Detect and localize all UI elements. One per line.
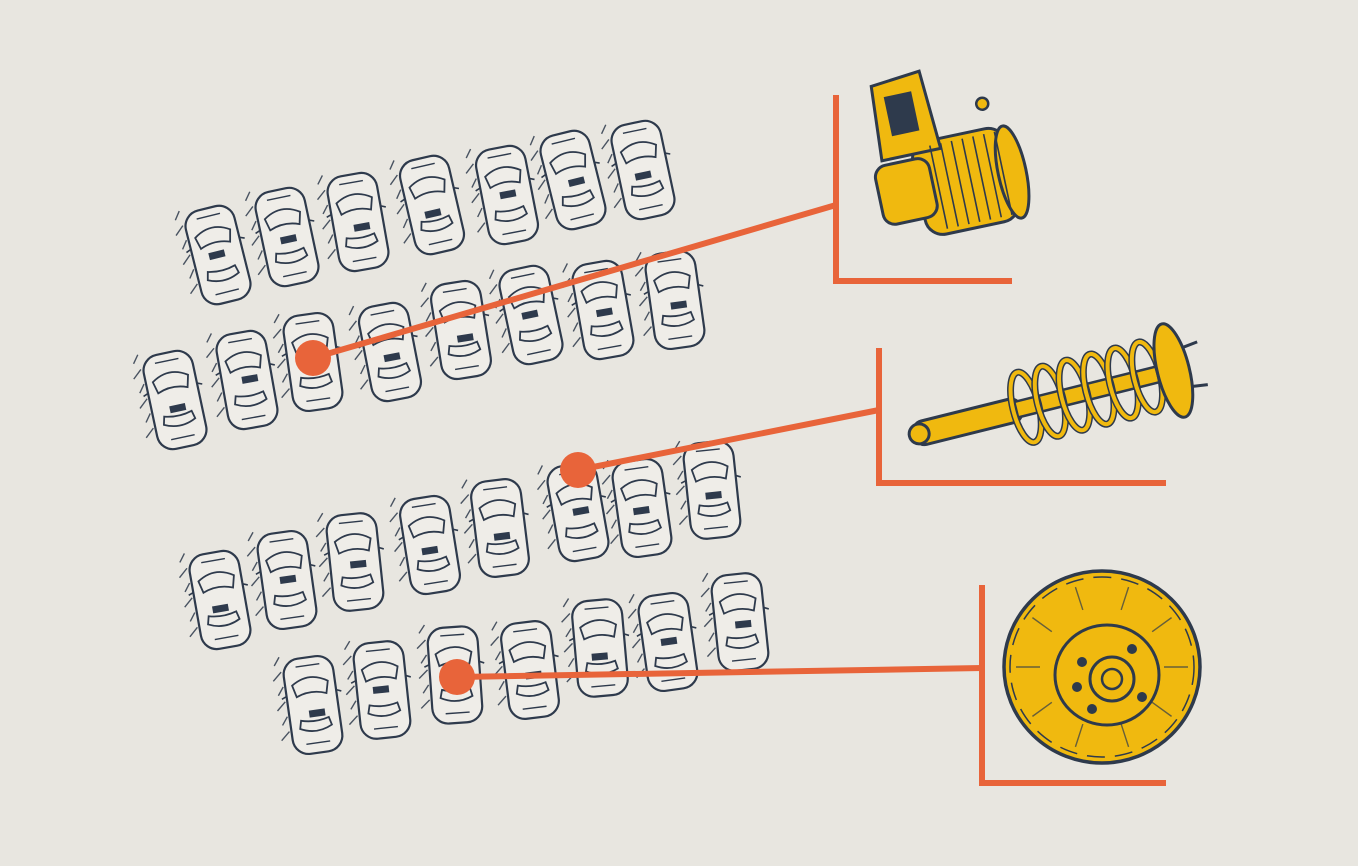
car bbox=[627, 591, 699, 693]
car bbox=[529, 129, 607, 231]
coilover-strut-icon bbox=[907, 322, 1208, 447]
car bbox=[246, 529, 318, 631]
car bbox=[389, 154, 466, 256]
callout-brake-rotor bbox=[439, 585, 1166, 786]
callout-bracket bbox=[833, 95, 1012, 284]
callout-lines bbox=[295, 95, 1166, 786]
car bbox=[348, 301, 423, 403]
callout-starter-motor bbox=[295, 95, 1012, 376]
car bbox=[342, 640, 412, 740]
brake-rotor-icon bbox=[1002, 569, 1202, 765]
car bbox=[132, 349, 208, 451]
car bbox=[205, 329, 279, 431]
starter-motor-icon bbox=[869, 69, 1031, 236]
callout-dot bbox=[560, 452, 596, 488]
callout-bracket bbox=[979, 585, 1166, 786]
callout-dot bbox=[439, 659, 475, 695]
car bbox=[244, 186, 320, 288]
callout-line bbox=[310, 202, 839, 361]
part-icons bbox=[869, 69, 1208, 765]
car bbox=[389, 494, 461, 596]
car-lot bbox=[132, 119, 770, 756]
car bbox=[490, 620, 560, 720]
car bbox=[465, 144, 540, 246]
car-row-2 bbox=[132, 249, 706, 451]
car bbox=[601, 457, 673, 559]
car bbox=[634, 249, 706, 351]
car-row-1 bbox=[174, 119, 676, 306]
car bbox=[316, 171, 390, 273]
callout-dot bbox=[295, 340, 331, 376]
car bbox=[174, 204, 252, 306]
car bbox=[600, 119, 676, 221]
car bbox=[315, 512, 385, 612]
car bbox=[178, 549, 252, 651]
callout-line bbox=[454, 665, 985, 680]
car bbox=[420, 279, 492, 381]
callout-bracket bbox=[876, 348, 1166, 486]
car bbox=[561, 259, 635, 361]
callout-strut-assembly bbox=[560, 348, 1166, 488]
car bbox=[460, 478, 530, 578]
car bbox=[672, 440, 742, 540]
callout-line bbox=[575, 407, 882, 473]
car-row-3 bbox=[178, 440, 742, 651]
car bbox=[272, 654, 344, 756]
